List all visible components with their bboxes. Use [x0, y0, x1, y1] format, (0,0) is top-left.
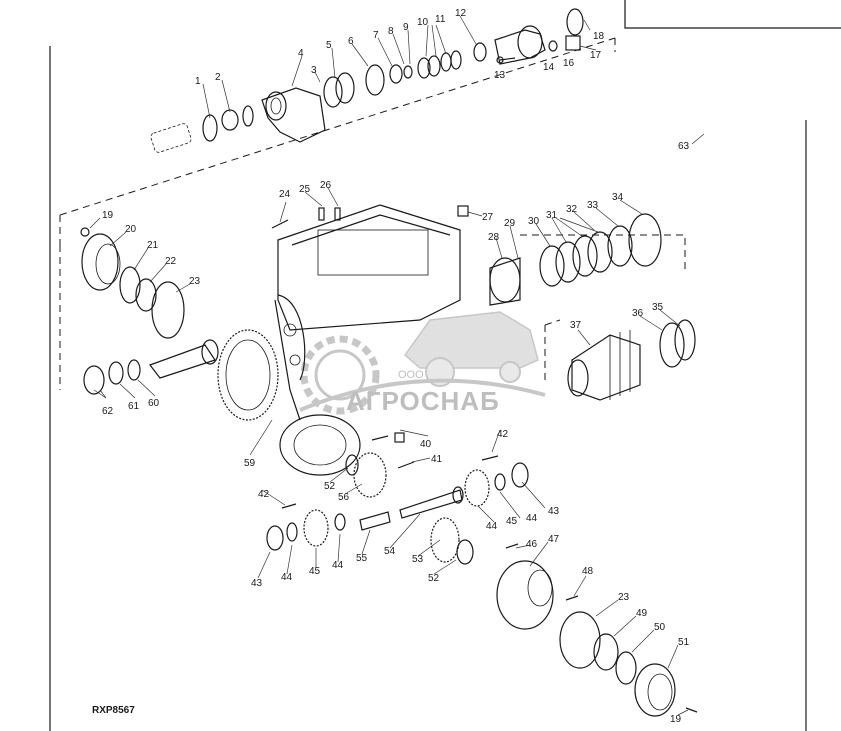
callout-17: 17 — [590, 50, 602, 61]
page-frame — [49, 0, 841, 731]
callout-27: 27 — [482, 212, 494, 223]
callout-16: 16 — [563, 58, 575, 69]
callout-35: 35 — [652, 302, 664, 313]
callout-22: 22 — [165, 256, 177, 267]
callout-52-upper: 52 — [324, 481, 336, 492]
callout-44-d: 44 — [332, 560, 344, 571]
callout-23-top: 23 — [189, 276, 201, 287]
callout-26: 26 — [320, 180, 332, 191]
callout-62: 62 — [102, 406, 114, 417]
callout-21: 21 — [147, 240, 159, 251]
watermark-company: АГРОСНАБ — [346, 386, 500, 416]
leader-lines — [89, 15, 705, 716]
callout-56: 56 — [338, 492, 350, 503]
callout-12: 12 — [455, 8, 467, 19]
ring-gear — [217, 329, 361, 476]
drawing-code: RXP8567 — [92, 705, 135, 716]
callout-18: 18 — [593, 31, 605, 42]
callout-46: 46 — [526, 539, 538, 550]
left-bearing-assembly — [80, 227, 219, 395]
callout-42-lower: 42 — [258, 489, 270, 500]
callout-11: 11 — [435, 14, 446, 25]
callout-54: 54 — [384, 546, 396, 557]
callout-30: 30 — [528, 216, 540, 227]
transmission-case — [271, 204, 469, 421]
callout-1: 1 — [195, 76, 201, 87]
callout-34: 34 — [612, 192, 624, 203]
callout-13: 13 — [494, 70, 506, 81]
callout-31: 31 — [546, 210, 558, 221]
callout-10: 10 — [417, 17, 429, 28]
callout-43-right: 43 — [548, 506, 560, 517]
callout-28: 28 — [488, 232, 500, 243]
top-axis-line — [59, 37, 616, 216]
callout-43-left: 43 — [251, 578, 263, 589]
callout-3: 3 — [311, 65, 317, 76]
callout-44-b: 44 — [526, 513, 538, 524]
callout-61: 61 — [128, 401, 140, 412]
callout-60: 60 — [148, 398, 160, 409]
callout-49: 49 — [636, 608, 648, 619]
callout-36: 36 — [632, 308, 644, 319]
callout-labels: 1 2 3 4 5 6 7 8 9 10 11 12 13 14 16 17 1… — [102, 8, 690, 725]
callout-37: 37 — [570, 320, 582, 331]
callout-44-c: 44 — [281, 572, 293, 583]
clutch-pack — [489, 213, 696, 401]
callout-63: 63 — [678, 141, 690, 152]
callout-47: 47 — [548, 534, 560, 545]
callout-7: 7 — [373, 30, 379, 41]
callout-42-upper: 42 — [497, 429, 509, 440]
callout-55: 55 — [356, 553, 368, 564]
callout-25: 25 — [299, 184, 311, 195]
callout-5: 5 — [326, 40, 332, 51]
callout-24: 24 — [279, 189, 291, 200]
callout-33: 33 — [587, 200, 599, 211]
callout-29: 29 — [504, 218, 516, 229]
callout-59: 59 — [244, 458, 256, 469]
callout-2: 2 — [215, 72, 221, 83]
callout-20: 20 — [125, 224, 137, 235]
top-shaft-assembly — [150, 8, 584, 153]
callout-14: 14 — [543, 62, 555, 73]
callout-19-top: 19 — [102, 210, 114, 221]
harvester-logo-icon — [403, 311, 539, 387]
callout-6: 6 — [348, 36, 354, 47]
callout-4: 4 — [298, 48, 304, 59]
callout-41: 41 — [431, 454, 443, 465]
callout-32: 32 — [566, 204, 578, 215]
callout-51: 51 — [678, 637, 690, 648]
watermark: ООО АГРОСНАБ — [299, 311, 546, 416]
callout-40: 40 — [420, 439, 432, 450]
callout-44-a: 44 — [486, 521, 498, 532]
callout-23-lower: 23 — [618, 592, 630, 603]
callout-52-lower: 52 — [428, 573, 440, 584]
callout-45-b: 45 — [309, 566, 321, 577]
callout-9: 9 — [403, 22, 409, 33]
callout-8: 8 — [388, 26, 394, 37]
callout-50: 50 — [654, 622, 666, 633]
watermark-prefix: ООО — [398, 369, 424, 381]
differential-assembly — [266, 432, 698, 717]
callout-48: 48 — [582, 566, 594, 577]
callout-19-bottom: 19 — [670, 714, 682, 725]
callout-53: 53 — [412, 554, 424, 565]
callout-45-a: 45 — [506, 516, 518, 527]
gear-logo-icon — [300, 335, 380, 415]
